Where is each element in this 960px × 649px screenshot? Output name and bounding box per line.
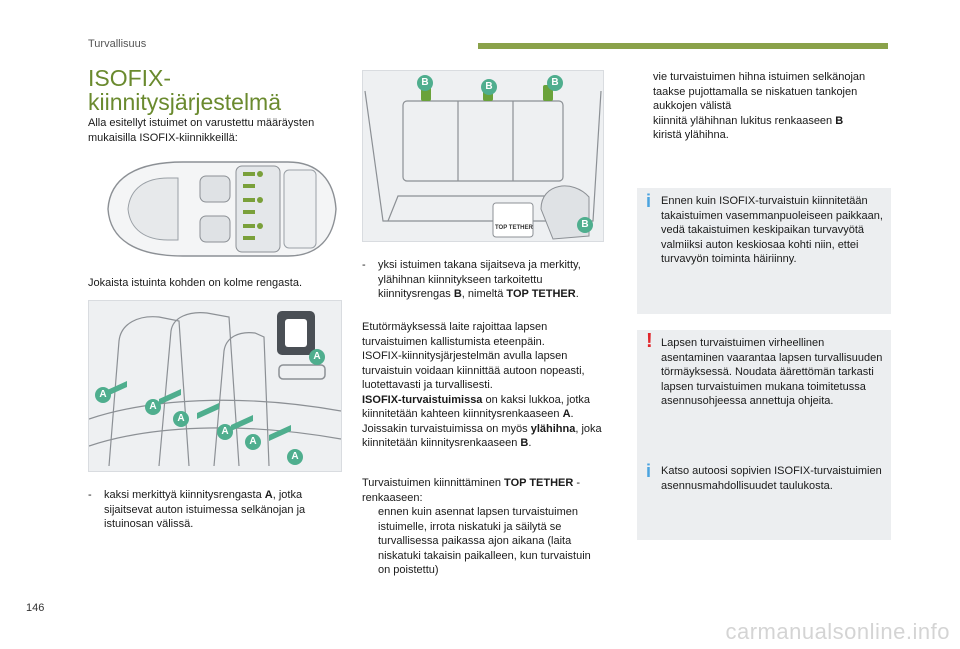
para-locks-key-a: A — [562, 408, 571, 420]
info-icon: i — [646, 191, 652, 211]
para-locks-text2: . Joissakin turvaistuimissa on myös — [362, 408, 574, 435]
step-3: kiinnitä ylähihnan lukitus renkaaseen B — [637, 114, 887, 129]
para-locks-bold2: ylähihna — [530, 422, 576, 435]
info-box-seatbelt-text: Ennen kuin ISOFIX-turvaistuin kiinnitetä… — [661, 195, 883, 265]
step-1: ennen kuin asennat lapsen turvaistuimen … — [362, 505, 602, 578]
label-b-badge: B — [547, 75, 563, 91]
label-b-badge: B — [481, 79, 497, 95]
label-a-badge: A — [309, 349, 325, 365]
top-tether-label: TOP TETHER — [495, 225, 533, 231]
step-1-text: ennen kuin asennat lapsen turvaistuimen … — [378, 506, 591, 576]
bullet-marker: - — [88, 489, 92, 501]
label-a: A — [95, 387, 111, 403]
step-2: vie turvaistuimen hihna istuimen selkäno… — [637, 70, 887, 114]
step-4: kiristä ylähihna. — [637, 128, 887, 143]
tether-intro-text: Turvaistuimen kiinnittäminen — [362, 477, 505, 489]
bullet-b: - yksi istuimen takana sijaitseva ja mer… — [362, 258, 602, 302]
intro-text: Alla esitellyt istuimet on varustettu mä… — [88, 117, 315, 144]
rings-text: Jokaista istuinta kohden on kolme rengas… — [88, 277, 303, 289]
trunk-anchors-figure: B B B B TOP TETHER — [362, 70, 604, 242]
bullet-a-text: kaksi merkittyä kiinnitysrengasta — [104, 489, 265, 501]
step-2-text: vie turvaistuimen hihna istuimen selkäno… — [653, 71, 866, 112]
label-a: A — [309, 349, 325, 365]
isofix-description: Etutörmäyksessä laite rajoittaa lapsen t… — [362, 320, 602, 451]
label-b: B — [577, 217, 593, 233]
tether-instructions: Turvaistuimen kiinnittäminen TOP TETHER … — [362, 476, 602, 578]
label-a: A — [145, 399, 161, 415]
step-3-key: B — [835, 114, 844, 127]
page-heading-line2: kiinnitysjärjestelmä — [88, 89, 282, 115]
page-heading-line1: ISOFIX- — [88, 65, 172, 91]
para-locks-text3: , joka kiinnitetään kiinnitysrenkaaseen — [362, 422, 602, 450]
tether-intro-end: -renkaaseen: — [362, 477, 581, 504]
page-number: 146 — [26, 602, 45, 614]
trunk-anchors-illustration — [364, 85, 602, 240]
step-3-text: kiinnitä ylähihnan lukitus renkaaseen — [653, 114, 836, 127]
bullet-a: - kaksi merkittyä kiinnitysrengasta A, j… — [88, 488, 343, 532]
para-locks: ISOFIX-turvaistuimissa on kaksi lukkoa, … — [362, 393, 602, 451]
tether-intro-bold: TOP TETHER — [504, 477, 574, 489]
label-a-badge: A — [145, 399, 161, 415]
para-isofix: ISOFIX-kiinnitysjärjestelmän avulla laps… — [362, 350, 585, 391]
car-topview-figure — [88, 152, 340, 267]
label-a: A — [217, 424, 233, 440]
bullet-b-text-mid: , nimeltä — [461, 288, 507, 300]
label-b: B — [481, 79, 497, 95]
label-b: B — [417, 75, 433, 91]
page-heading: ISOFIX- kiinnitysjärjestelmä — [88, 66, 281, 114]
label-a: A — [245, 434, 261, 450]
label-a: A — [173, 411, 189, 427]
section-title: Turvallisuus — [88, 38, 147, 50]
bullet-a-row: - kaksi merkittyä kiinnitysrengasta A, j… — [88, 488, 343, 532]
bullet-b-key2: TOP TETHER — [506, 288, 576, 300]
watermark: carmanualsonline.info — [725, 619, 950, 644]
car-topview-illustration — [107, 161, 337, 257]
warning-box: ! Lapsen turvaistuimen virheellinen asen… — [637, 330, 891, 458]
seat-anchors-illustration — [88, 311, 342, 467]
tether-steps: vie turvaistuimen hihna istuimen selkäno… — [637, 70, 887, 143]
para-frontal: Etutörmäyksessä laite rajoittaa lapsen t… — [362, 321, 548, 348]
section-accent-bar — [478, 43, 888, 49]
bullet-b-row: - yksi istuimen takana sijaitseva ja mer… — [362, 258, 602, 302]
label-a-badge: A — [217, 424, 233, 440]
label-a-badge: A — [95, 387, 111, 403]
info-icon: i — [646, 461, 652, 481]
para-locks-text: on kaksi lukkoa, jotka kiinnitetään kaht… — [362, 393, 591, 421]
bullet-b-text: yksi istuimen takana sijaitseva ja merki… — [378, 259, 581, 300]
label-b-badge: B — [417, 75, 433, 91]
tether-intro: Turvaistuimen kiinnittäminen TOP TETHER … — [362, 476, 602, 505]
label-b-badge: B — [577, 217, 593, 233]
para-locks-key-b: B — [520, 437, 529, 449]
bullet-b-text-end: . — [575, 288, 579, 300]
bullet-a-key: A — [264, 489, 273, 501]
info-box-table-text: Katso autoosi sopivien ISOFIX-turvaistui… — [661, 465, 882, 492]
bullet-marker: - — [362, 259, 366, 271]
para-locks-bold: ISOFIX-turvaistuimissa — [362, 393, 483, 406]
label-b: B — [547, 75, 563, 91]
step-4-text: kiristä ylähihna. — [653, 129, 729, 141]
seat-anchors-figure: A A A A A A A — [88, 300, 342, 472]
label-a: A — [287, 449, 303, 465]
bullet-a-text-end: , jotka sijaitsevat auton istuimessa sel… — [104, 489, 306, 530]
label-a-badge: A — [173, 411, 189, 427]
info-box-seatbelt: i Ennen kuin ISOFIX-turvaistuin kiinnite… — [637, 188, 891, 314]
warning-box-text: Lapsen turvaistuimen virheellinen asenta… — [661, 337, 883, 407]
warning-icon: ! — [646, 330, 653, 352]
para-locks-end: . — [528, 437, 532, 449]
label-a-badge: A — [287, 449, 303, 465]
info-box-table: i Katso autoosi sopivien ISOFIX-turvaist… — [637, 458, 891, 540]
bullet-b-key: B — [453, 288, 462, 300]
label-a-badge: A — [245, 434, 261, 450]
